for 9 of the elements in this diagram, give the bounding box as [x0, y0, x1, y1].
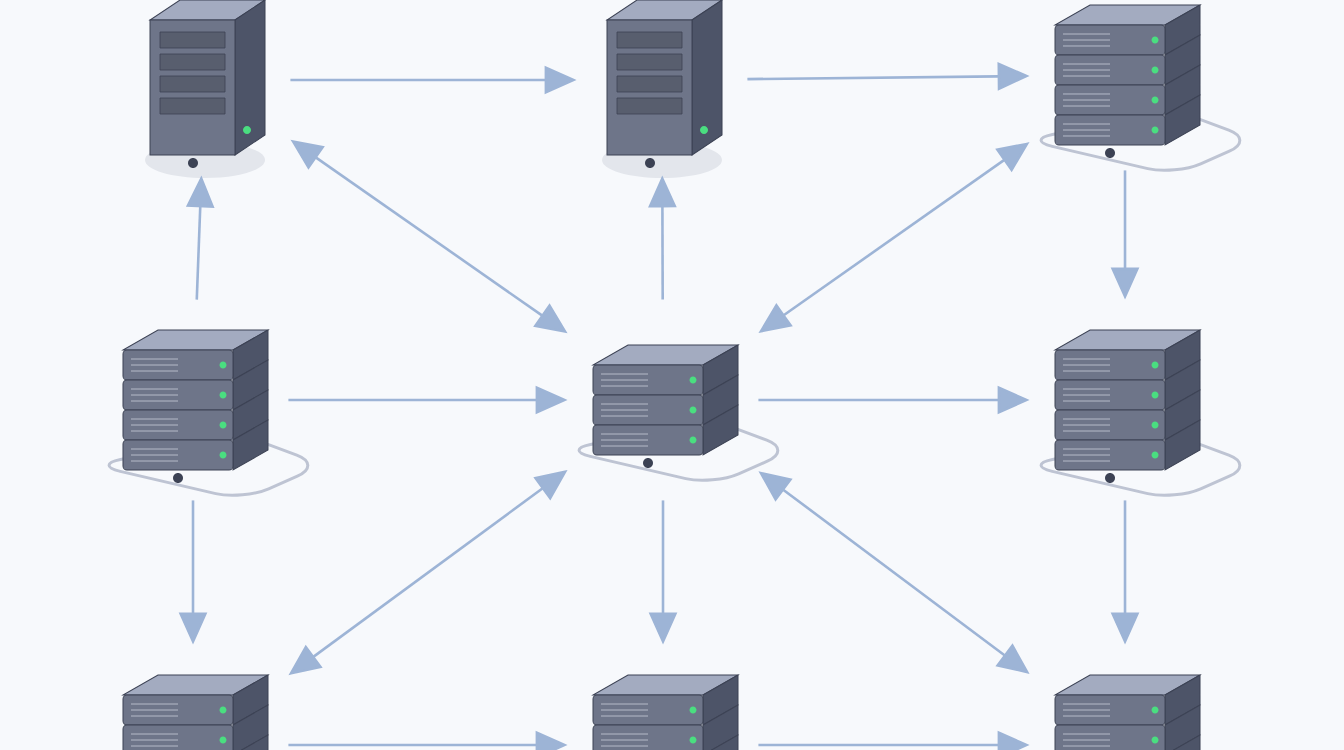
server-rack-drawing — [577, 344, 780, 482]
server-tower-drawing — [145, 0, 266, 178]
server-rack-drawing — [1039, 329, 1242, 497]
server-rack-drawing — [592, 674, 739, 750]
server-rack-drawing — [107, 329, 310, 497]
server-rack-drawing — [122, 674, 269, 750]
server-tower-drawing — [602, 0, 723, 178]
server-rack-drawing — [1054, 674, 1201, 750]
server-rack-drawing — [1039, 4, 1242, 172]
